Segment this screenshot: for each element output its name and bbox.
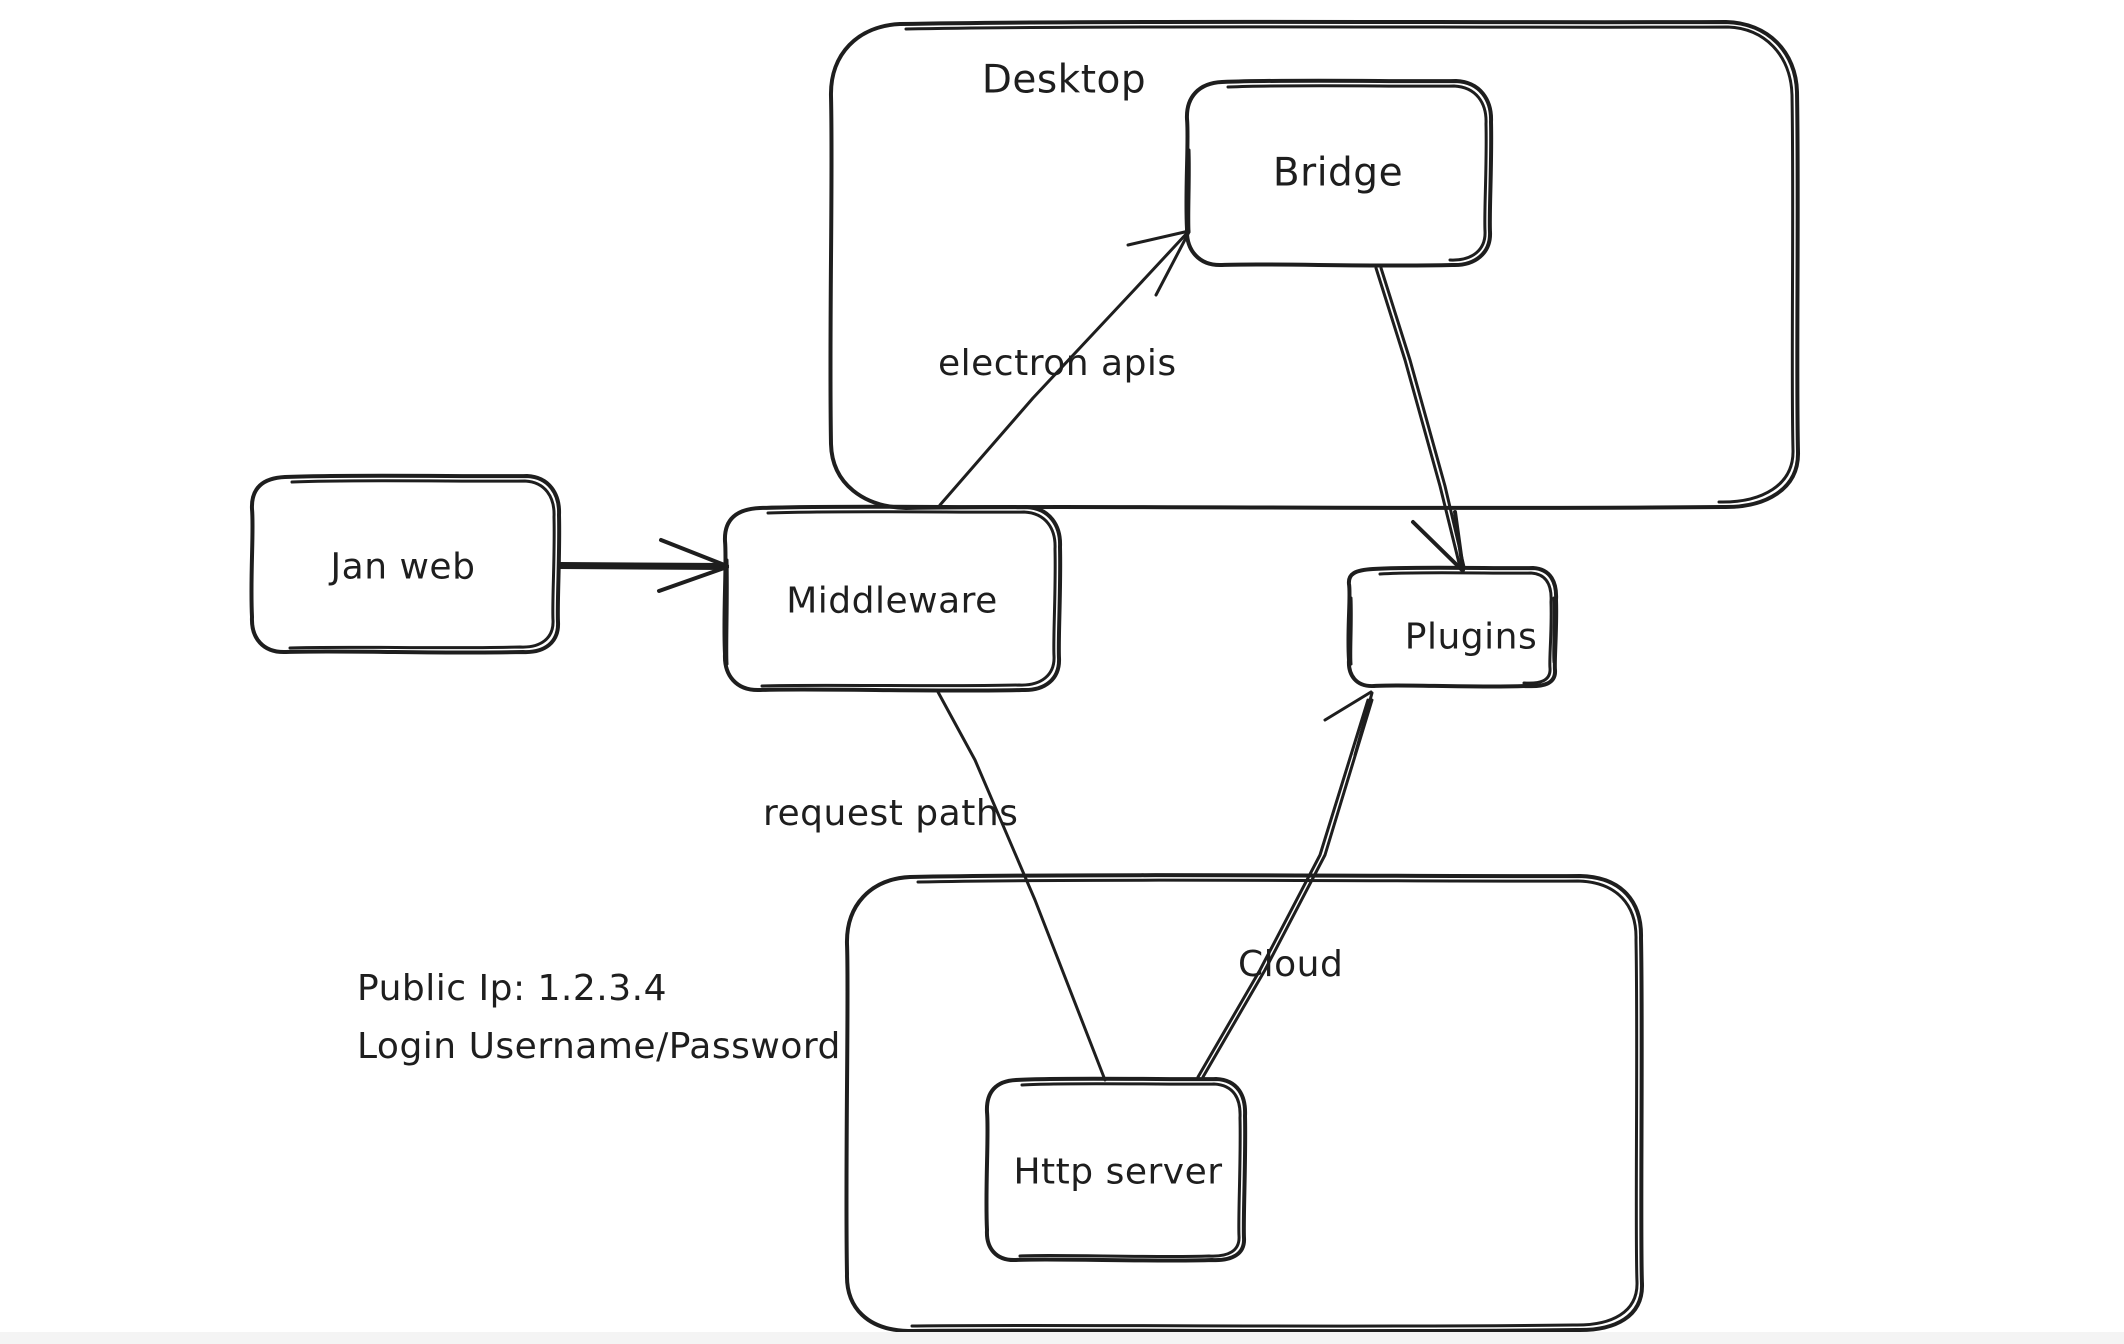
node-plugins[interactable] [1347, 566, 1559, 688]
bridge-node-label: Bridge [1272, 150, 1404, 196]
desktop-container-label: Desktop [981, 57, 1147, 103]
plugins-node-label: Plugins [1404, 616, 1538, 658]
container-cloud-region[interactable] [845, 874, 1644, 1333]
http-server-node-label: Http server [1013, 1151, 1223, 1193]
container-desktop[interactable] [829, 20, 1800, 510]
node-jan-web[interactable] [250, 474, 562, 655]
note-public-ip: Public Ip: 1.2.3.4 [357, 968, 667, 1009]
edge-label-electron-apis: electron apis [938, 343, 1177, 384]
edge-janweb-middleware [558, 538, 729, 593]
edge-label-request-paths: request paths [763, 793, 1019, 834]
bottom-edge-strip [0, 1332, 2124, 1344]
node-middleware[interactable] [723, 505, 1063, 693]
note-login-credentials: Login Username/Password [357, 1026, 841, 1067]
middleware-node-label: Middleware [786, 580, 998, 622]
edge-label-cloud: Cloud [1238, 944, 1344, 985]
jan-web-node-label: Jan web [330, 546, 476, 588]
